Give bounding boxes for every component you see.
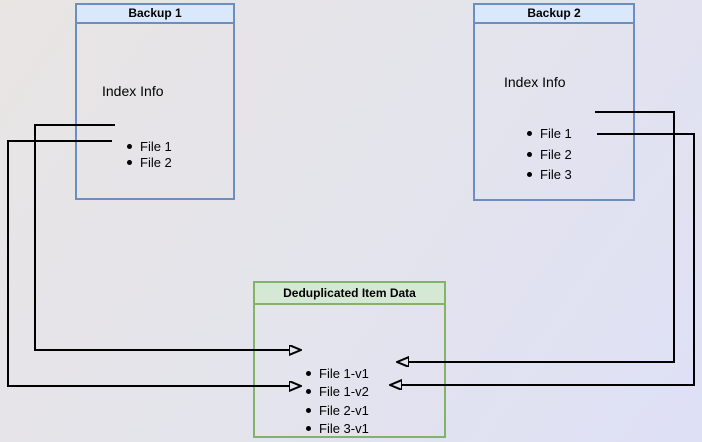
dedup-list-item: File 1-v2: [306, 383, 369, 399]
dedup-file1v2-label: File 1-v2: [319, 383, 369, 399]
backup2-body: Index Info File 1 File 2 File 3: [473, 24, 635, 201]
backup2-file1-label: File 1: [540, 125, 572, 141]
dedup-file3v1-label: File 3-v1: [319, 420, 369, 436]
dedup-box: Deduplicated Item Data File 1-v1 File 1-…: [253, 281, 446, 438]
backup1-file1-label: File 1: [140, 138, 172, 154]
dedup-title: Deduplicated Item Data: [253, 281, 446, 305]
bullet-icon: [127, 143, 132, 149]
bullet-icon: [527, 151, 532, 157]
bullet-icon: [127, 159, 132, 165]
dedup-file2v1-label: File 2-v1: [319, 402, 369, 418]
bullet-icon: [527, 171, 532, 177]
backup1-title: Backup 1: [75, 3, 235, 24]
bullet-icon: [306, 407, 311, 413]
dedup-file1v1-label: File 1-v1: [319, 365, 369, 381]
bullet-icon: [306, 425, 311, 431]
backup1-list-item: File 1: [127, 138, 172, 154]
backup2-title: Backup 2: [473, 3, 635, 24]
backup1-list-item: File 2: [127, 154, 172, 170]
backup1-index-label: Index Info: [102, 83, 164, 99]
bullet-icon: [527, 130, 532, 136]
backup2-box: Backup 2 Index Info File 1 File 2 File 3: [473, 3, 635, 201]
dedup-list-item: File 3-v1: [306, 420, 369, 436]
bullet-icon: [306, 370, 311, 376]
backup2-index-label: Index Info: [504, 74, 566, 90]
backup2-list-item: File 2: [527, 146, 572, 162]
backup1-body: Index Info File 1 File 2: [75, 24, 235, 200]
backup2-file3-label: File 3: [540, 166, 572, 182]
backup1-box: Backup 1 Index Info File 1 File 2: [75, 3, 235, 200]
dedup-list-item: File 2-v1: [306, 402, 369, 418]
bullet-icon: [306, 388, 311, 394]
backup2-list-item: File 3: [527, 166, 572, 182]
backup2-file2-label: File 2: [540, 146, 572, 162]
dedup-body: File 1-v1 File 1-v2 File 2-v1 File 3-v1: [253, 305, 446, 438]
backup1-file2-label: File 2: [140, 154, 172, 170]
dedup-list-item: File 1-v1: [306, 365, 369, 381]
backup2-list-item: File 1: [527, 125, 572, 141]
